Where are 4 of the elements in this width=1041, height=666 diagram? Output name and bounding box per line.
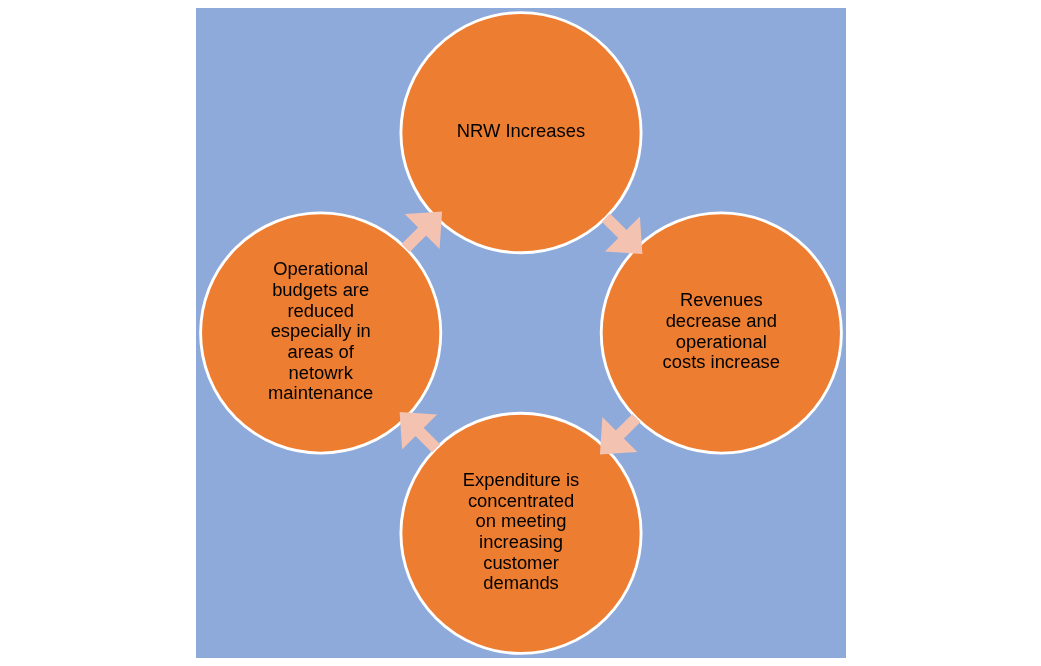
arrow: [601, 213, 642, 255]
arrow: [401, 211, 442, 253]
arrow: [599, 413, 640, 455]
arrow: [399, 411, 440, 453]
